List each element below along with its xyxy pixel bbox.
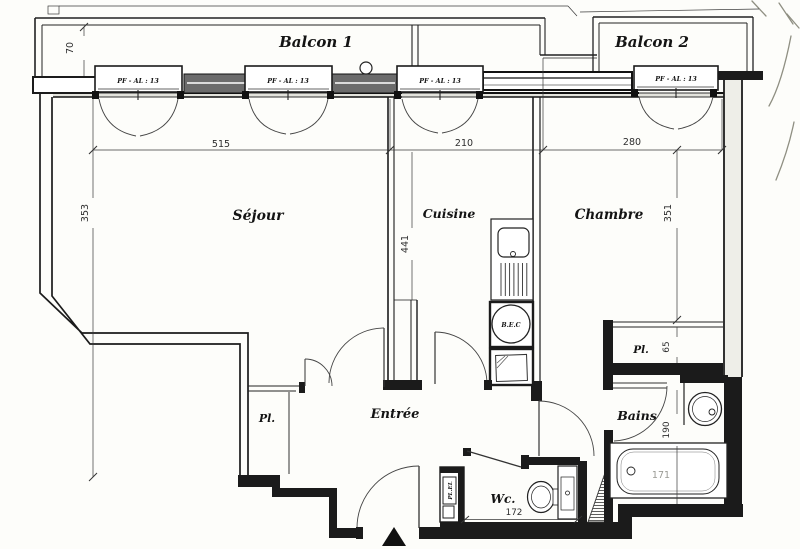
dim-190: 190 bbox=[662, 421, 672, 438]
washbasin-alcove bbox=[680, 375, 728, 427]
dimension-closet-depth: 65 bbox=[662, 327, 678, 363]
door-cuisine bbox=[434, 331, 492, 390]
wc-door-leaf bbox=[466, 450, 522, 468]
door-corridor bbox=[538, 400, 595, 457]
bains-west-wall bbox=[604, 430, 613, 525]
balcony-structure bbox=[34, 5, 760, 78]
window-sejour-left: PF - AL : 13 bbox=[92, 65, 184, 137]
south-west-wall bbox=[238, 475, 362, 538]
dim-210: 210 bbox=[455, 138, 473, 149]
bathtub bbox=[609, 442, 728, 499]
room-label-bains: Bains bbox=[616, 408, 657, 423]
dim-441: 441 bbox=[400, 235, 411, 253]
electrical-closet-label: PL.EL bbox=[448, 481, 454, 500]
partition-sejour-cuisine bbox=[383, 97, 422, 390]
window-label: PF - AL : 13 bbox=[418, 77, 461, 85]
west-wall bbox=[39, 93, 249, 477]
closet-chambre-label: Pl. bbox=[632, 344, 649, 356]
door-sejour-large-leaf bbox=[328, 327, 385, 387]
dim-515: 515 bbox=[212, 139, 230, 150]
north-wall bbox=[32, 61, 763, 98]
scan-artifacts bbox=[751, 0, 800, 181]
window-label: PF - AL : 13 bbox=[654, 75, 697, 83]
dimension-wc-width: 172 bbox=[460, 508, 583, 524]
corner-block bbox=[32, 76, 98, 94]
east-wall bbox=[723, 80, 743, 517]
room-label-entree: Entrée bbox=[370, 407, 420, 422]
chambre-closet bbox=[603, 320, 723, 376]
electrical-closet: PL.EL bbox=[439, 466, 465, 523]
awning-hook bbox=[47, 5, 60, 15]
dimension-sejour-depth: 353 bbox=[80, 150, 98, 482]
dimension-chambre-depth: 351 bbox=[663, 145, 682, 325]
balcony-2-label: Balcon 2 bbox=[614, 33, 689, 51]
room-label-cuisine: Cuisine bbox=[423, 206, 476, 221]
dimension-bains: 190 bbox=[662, 390, 678, 504]
window-chambre: PF - AL : 13 bbox=[631, 65, 719, 130]
glazed-pier bbox=[482, 71, 633, 91]
dim-70: 70 bbox=[65, 42, 76, 54]
balcony-1-label: Balcon 1 bbox=[278, 33, 353, 51]
duct-hatch bbox=[587, 469, 607, 523]
water-heater-label: B.E.C bbox=[500, 322, 520, 329]
entrance-triangle-icon bbox=[382, 527, 406, 546]
window-label: PF - AL : 13 bbox=[116, 77, 159, 85]
closet-entree-label: Pl. bbox=[258, 412, 275, 425]
corner-cap bbox=[718, 71, 763, 80]
dim-65: 65 bbox=[662, 341, 672, 352]
drainer-lines bbox=[500, 263, 528, 296]
window-cuisine: PF - AL : 13 bbox=[394, 65, 484, 134]
kitchen-sink-unit bbox=[490, 218, 534, 301]
room-label-chambre: Chambre bbox=[575, 207, 644, 223]
wc-walls bbox=[463, 448, 587, 523]
dimension-cuisine-depth: 441 bbox=[400, 152, 413, 300]
balcony-light-icon bbox=[359, 61, 373, 75]
sink-drain bbox=[510, 251, 516, 257]
dim-171: 171 bbox=[652, 470, 670, 481]
room-label-wc: Wc. bbox=[491, 492, 516, 506]
kitchen-appliance bbox=[488, 347, 535, 387]
dim-351: 351 bbox=[663, 204, 674, 222]
front-door bbox=[356, 465, 420, 539]
south-wall bbox=[419, 504, 743, 539]
room-label-sejour: Séjour bbox=[233, 208, 286, 224]
dim-353: 353 bbox=[80, 204, 91, 222]
entree-closet bbox=[248, 382, 305, 474]
water-heater: B.E.C bbox=[488, 300, 535, 349]
door-sejour-small-leaf bbox=[304, 358, 333, 387]
sink-basin bbox=[497, 227, 530, 258]
door-bains bbox=[603, 375, 668, 442]
window-sejour-right: PF - AL : 13 bbox=[242, 65, 334, 135]
toilet bbox=[526, 465, 578, 520]
dim-172: 172 bbox=[506, 508, 523, 518]
dim-280: 280 bbox=[623, 137, 641, 148]
window-label: PF - AL : 13 bbox=[266, 77, 309, 85]
bathtub-drain bbox=[626, 466, 636, 476]
